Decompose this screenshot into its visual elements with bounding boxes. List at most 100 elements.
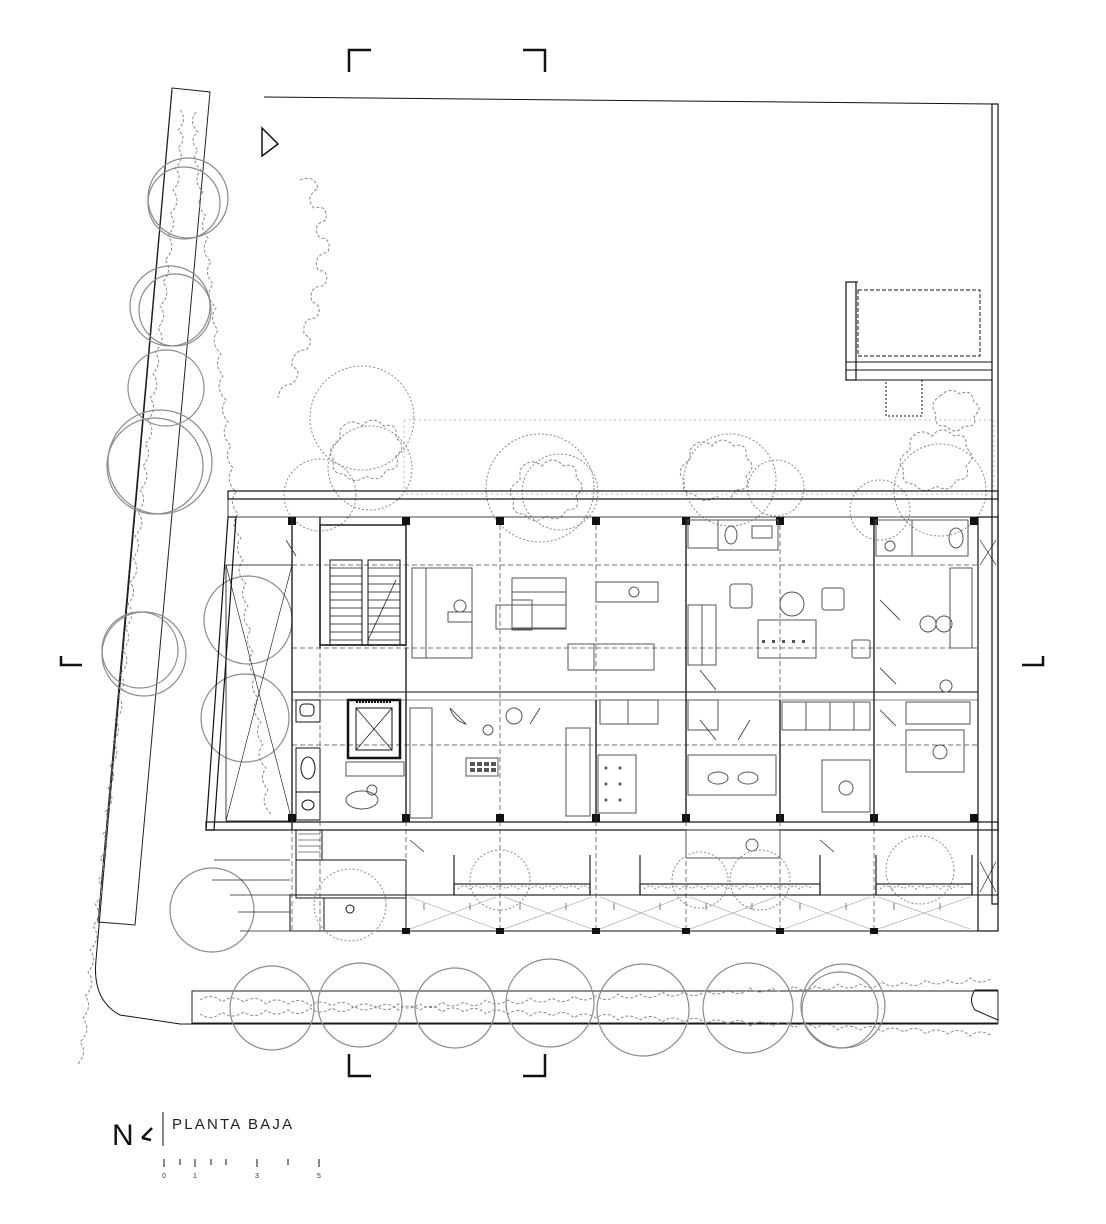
door-icon: [449, 707, 468, 725]
wc-icon: [300, 756, 316, 780]
tree-icon: [596, 963, 690, 1057]
scale-tick-5: 5: [317, 1173, 321, 1180]
person-icon: [628, 586, 640, 598]
shrub-icon: [932, 390, 980, 432]
door-icon: [409, 839, 425, 853]
street-planter-bottom: [191, 990, 999, 1024]
unit-3: [875, 519, 973, 773]
trees-left: [101, 157, 293, 953]
section-marker-top-right: [523, 48, 547, 72]
service-rooms-left: [295, 699, 407, 932]
tree-icon: [169, 867, 255, 953]
sofa-icon: [411, 567, 473, 659]
person-icon: [838, 780, 854, 796]
title-block: N PLANTA BAJA 0 1 3 5: [112, 1112, 321, 1180]
tree-icon: [129, 265, 211, 347]
building-left-wall: [205, 516, 237, 831]
stair-core: [319, 524, 407, 646]
street-curb-inner: [971, 989, 999, 1021]
annex-structure: [845, 281, 992, 417]
tree-icon: [147, 166, 221, 240]
person-icon: [932, 744, 948, 760]
counter-icon: [409, 707, 433, 819]
section-marker-left: [59, 656, 82, 667]
tree-icon: [317, 962, 403, 1048]
table-icon: [935, 615, 953, 633]
shrub-icon: [679, 439, 753, 501]
hedge-bottom: [199, 977, 993, 1037]
building-front-sidewalk: [289, 894, 999, 932]
door-icon: [699, 669, 717, 691]
elevator: [346, 698, 402, 760]
storage-icon: [949, 567, 973, 649]
tree-icon: [200, 673, 290, 763]
unit-2-living: [687, 583, 871, 666]
site-boundary-outline: [263, 96, 993, 381]
kitchen-island: [757, 619, 817, 659]
planter-strip-left: [97, 87, 211, 926]
reception-desk: [345, 761, 405, 777]
chaise-icon: [595, 581, 659, 603]
wc-icon: [299, 703, 315, 717]
kitchen-island: [465, 757, 499, 777]
wc-icon: [948, 527, 964, 549]
armchair-icon: [851, 639, 871, 659]
door-icon: [819, 839, 835, 853]
door-icon: [737, 719, 751, 741]
front-planter-vegetation: [313, 835, 965, 942]
tree-canopy-icon: [327, 425, 413, 511]
tree-icon: [800, 963, 886, 1049]
person-icon: [453, 599, 467, 613]
armchair-icon: [821, 587, 845, 611]
entry-hall: [345, 761, 405, 810]
building-rear-wall: [227, 490, 999, 500]
tree-icon: [801, 971, 879, 1049]
tree-icon: [229, 965, 315, 1051]
unit-2-bedroom: [781, 701, 871, 813]
tree-icon: [147, 157, 229, 239]
tree-icon: [101, 611, 187, 697]
door-icon: [529, 707, 541, 725]
tree-icon: [127, 349, 205, 427]
sink-icon: [737, 771, 759, 785]
front-planters: [453, 855, 973, 896]
drawing-title: PLANTA BAJA: [172, 1116, 294, 1133]
tree-canopy-icon: [893, 443, 987, 537]
table-icon: [919, 615, 937, 633]
section-marker-bottom-left: [347, 1054, 371, 1078]
building-right-wall: [977, 516, 999, 932]
person-icon: [745, 838, 759, 852]
section-markers: [59, 48, 1045, 1078]
climbing-plant: [277, 177, 330, 399]
table-icon: [345, 790, 379, 810]
planter-strip-bottom: [191, 990, 999, 1024]
sink-icon: [301, 799, 315, 811]
door-icon: [285, 539, 297, 557]
tree-icon: [138, 273, 212, 347]
elevator-shaft: [346, 698, 402, 760]
stair-treads: [330, 567, 400, 641]
table-icon: [495, 604, 567, 630]
island-stools: [470, 762, 496, 772]
door-icon: [699, 719, 717, 741]
door-icon: [879, 709, 897, 727]
bed-icon: [821, 759, 871, 813]
planter-box: [453, 883, 591, 896]
unit-2-bathrooms: [685, 519, 781, 859]
tree-canopy-icon: [849, 479, 911, 541]
wardrobe-icon: [599, 699, 659, 725]
scale-tick-1: 1: [193, 1173, 197, 1180]
tree-icon: [106, 417, 204, 515]
wardrobe-icon: [781, 701, 871, 731]
scale-bar: [163, 1159, 320, 1167]
shrub-icon: [329, 419, 403, 481]
tree-canopy-icon: [521, 453, 599, 531]
sofa-icon: [511, 577, 567, 629]
bed-icon: [597, 754, 637, 814]
street-planter-left: [97, 87, 211, 926]
person-icon: [482, 724, 494, 736]
stair-enclosure: [319, 524, 407, 646]
sink-icon: [707, 771, 729, 785]
person-icon: [939, 679, 953, 693]
